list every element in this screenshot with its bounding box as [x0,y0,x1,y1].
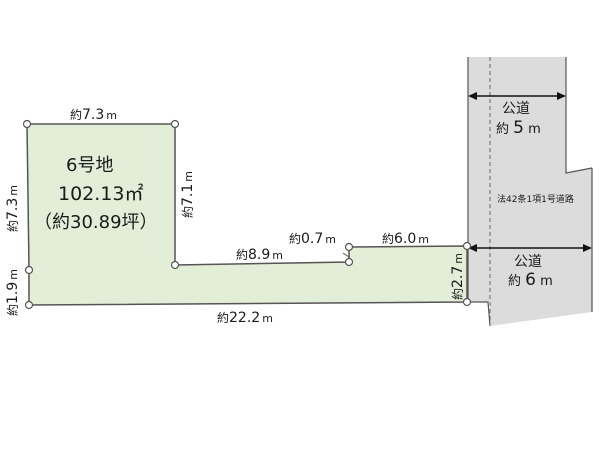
lower-road-width-arrow [468,244,592,252]
lower-road-width: 約 6 m [508,270,553,290]
upper-road-title: 公道 [502,101,530,117]
lot-name: 6号地 [66,155,114,176]
dim-left-upper: 約7.3m [5,185,21,232]
road-law-label: 法42条1項1号道路 [497,195,574,205]
jog-leader-line [342,252,350,258]
lot-area-sqm: 102.13㎡ [58,183,144,205]
dim-left-lower: 約1.9m [5,269,21,316]
road-edge-left-lower [468,301,491,327]
road-edge-right-upper [565,57,593,174]
public-road-area [468,57,592,326]
lot-area-tsubo: （約30.89坪） [34,212,158,233]
lower-road-title: 公道 [514,254,542,270]
dim-right: 約2.7m [450,253,466,300]
lot-vertex-markers [22,119,472,310]
upper-road-width-arrow [468,92,566,100]
dim-inner-right: 約7.1m [180,171,196,218]
lot-6-polygon [26,123,468,306]
upper-road-width: 約 5 m [496,118,541,138]
